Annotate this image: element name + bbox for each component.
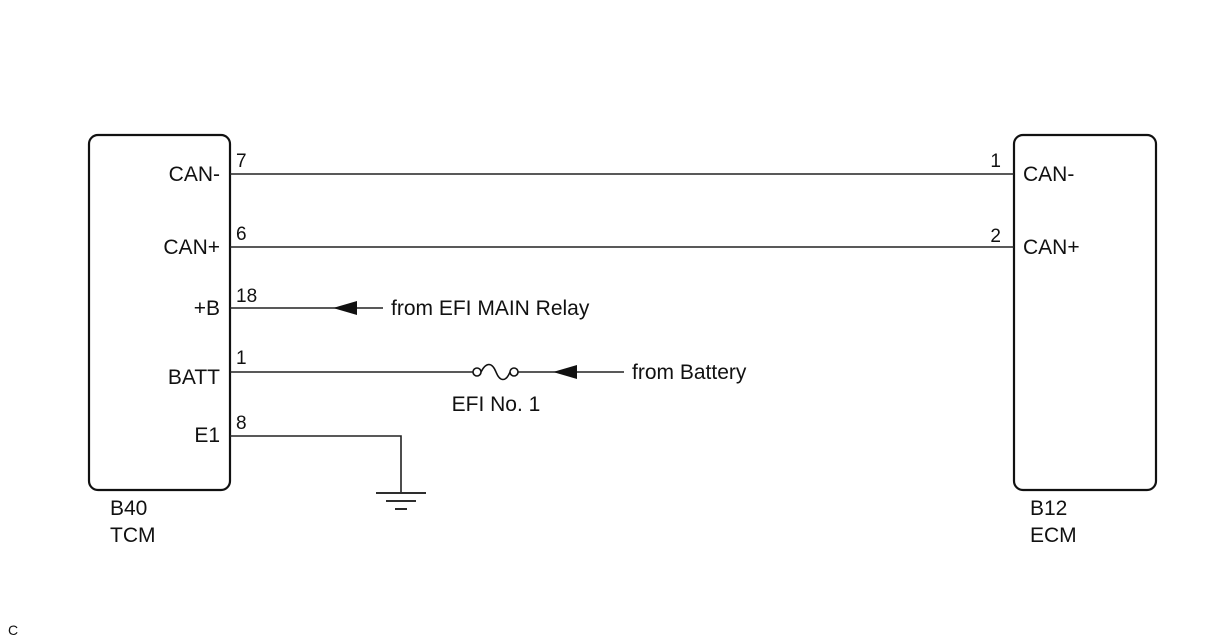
arrow-left-icon [333,301,357,315]
source-efi-main-relay: from EFI MAIN Relay [391,297,590,320]
tcm-connector-code: B40 [110,497,147,520]
fuse-label: EFI No. 1 [452,393,541,416]
ground-wire [230,435,402,492]
ecm-connector-code: B12 [1030,497,1067,520]
tcm-pin-number: 6 [236,224,247,245]
arrow-left-icon [553,365,577,379]
ecm-pin-label: CAN- [1023,163,1074,186]
ecm-name: ECM [1030,524,1077,547]
fuse-icon [472,363,519,381]
tcm-name: TCM [110,524,156,547]
tcm-pin-label: CAN- [169,163,220,186]
tcm-pin-number: 8 [236,413,247,434]
ecm-box [1012,133,1158,492]
figure-code: C [8,622,18,638]
tcm-pin-label: +B [194,297,220,320]
tcm-pin-number: 18 [236,286,257,307]
tcm-box [87,133,232,492]
tcm-pin-number: 7 [236,151,247,172]
ecm-pin-number: 2 [990,226,1001,247]
tcm-pin-number: 1 [236,348,247,369]
tcm-pin-label: BATT [168,366,220,389]
tcm-pin-label: E1 [194,424,220,447]
ground-icon [376,492,426,510]
ecm-pin-label: CAN+ [1023,236,1080,259]
ecm-pin-number: 1 [990,151,1001,172]
tcm-pin-label: CAN+ [163,236,220,259]
source-battery: from Battery [632,361,747,384]
